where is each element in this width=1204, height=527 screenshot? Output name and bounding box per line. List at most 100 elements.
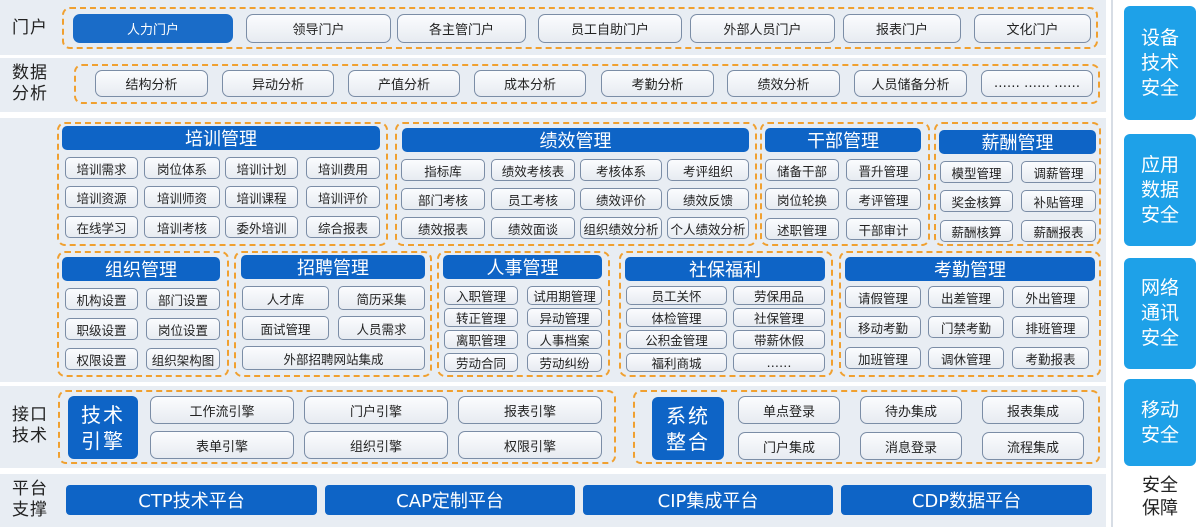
performance-item[interactable]: 员工考核 (491, 188, 575, 210)
org-item[interactable]: 机构设置 (65, 288, 138, 310)
portal-self-service[interactable]: 员工自助门户 (538, 14, 682, 43)
integration-item[interactable]: 报表集成 (982, 396, 1084, 424)
security-network[interactable]: 网络通讯安全 (1124, 258, 1196, 369)
training-item[interactable]: 培训师资 (144, 186, 220, 208)
portal-leader[interactable]: 领导门户 (246, 14, 391, 43)
welfare-item[interactable]: …… (733, 353, 825, 372)
platform-cdp[interactable]: CDP数据平台 (841, 485, 1092, 515)
integration-item[interactable]: 单点登录 (738, 396, 840, 424)
analysis-structure[interactable]: 结构分析 (95, 70, 208, 97)
integration-item[interactable]: 消息登录 (860, 432, 962, 460)
performance-item[interactable]: 绩效面谈 (491, 217, 575, 239)
recruit-item[interactable]: 人才库 (242, 286, 329, 310)
welfare-item[interactable]: 社保管理 (733, 308, 825, 327)
cadre-item[interactable]: 干部审计 (846, 218, 921, 240)
personnel-item[interactable]: 劳动纠纷 (527, 353, 602, 372)
performance-item[interactable]: 考评组织 (667, 159, 749, 181)
recruit-item[interactable]: 外部招聘网站集成 (242, 346, 425, 370)
engine-item[interactable]: 报表引擎 (458, 396, 602, 424)
salary-item[interactable]: 调薪管理 (1021, 161, 1096, 183)
training-item[interactable]: 培训考核 (144, 216, 220, 238)
engine-item[interactable]: 权限引擎 (458, 431, 602, 459)
integration-item[interactable]: 流程集成 (982, 432, 1084, 460)
personnel-item[interactable]: 人事档案 (527, 330, 602, 349)
analysis-attendance[interactable]: 考勤分析 (601, 70, 714, 97)
cadre-item[interactable]: 述职管理 (765, 218, 839, 240)
portal-report[interactable]: 报表门户 (843, 14, 961, 43)
platform-ctp[interactable]: CTP技术平台 (66, 485, 317, 515)
recruit-item[interactable]: 人员需求 (338, 316, 425, 340)
analysis-reserve[interactable]: 人员储备分析 (854, 70, 967, 97)
analysis-more[interactable]: …… …… …… (981, 70, 1093, 97)
portal-hr[interactable]: 人力门户 (73, 14, 233, 43)
analysis-change[interactable]: 异动分析 (222, 70, 334, 97)
engine-item[interactable]: 表单引擎 (150, 431, 294, 459)
org-item[interactable]: 部门设置 (146, 288, 220, 310)
personnel-item[interactable]: 离职管理 (444, 330, 518, 349)
salary-item[interactable]: 奖金核算 (940, 190, 1013, 212)
welfare-item[interactable]: 公积金管理 (626, 330, 727, 349)
performance-item[interactable]: 绩效报表 (401, 217, 485, 239)
platform-cip[interactable]: CIP集成平台 (583, 485, 833, 515)
security-device[interactable]: 设备技术安全 (1124, 6, 1196, 120)
performance-item[interactable]: 组织绩效分析 (580, 217, 662, 239)
training-item[interactable]: 培训课程 (225, 186, 298, 208)
training-item[interactable]: 培训需求 (65, 157, 138, 179)
cadre-item[interactable]: 晋升管理 (846, 159, 921, 181)
salary-item[interactable]: 模型管理 (940, 161, 1013, 183)
salary-item[interactable]: 薪酬报表 (1021, 220, 1096, 242)
personnel-item[interactable]: 入职管理 (444, 286, 518, 305)
welfare-item[interactable]: 员工关怀 (626, 286, 727, 305)
analysis-cost[interactable]: 成本分析 (474, 70, 586, 97)
attendance-item[interactable]: 移动考勤 (845, 316, 921, 338)
attendance-item[interactable]: 排班管理 (1012, 316, 1089, 338)
performance-item[interactable]: 指标库 (401, 159, 485, 181)
training-item[interactable]: 培训资源 (65, 186, 138, 208)
training-item[interactable]: 在线学习 (65, 216, 138, 238)
performance-item[interactable]: 绩效反馈 (667, 188, 749, 210)
performance-item[interactable]: 部门考核 (401, 188, 485, 210)
platform-cap[interactable]: CAP定制平台 (325, 485, 575, 515)
training-item[interactable]: 培训费用 (306, 157, 380, 179)
engine-item[interactable]: 工作流引擎 (150, 396, 294, 424)
welfare-item[interactable]: 带薪休假 (733, 330, 825, 349)
attendance-item[interactable]: 出差管理 (928, 286, 1004, 308)
attendance-item[interactable]: 外出管理 (1012, 286, 1089, 308)
org-item[interactable]: 职级设置 (65, 318, 138, 340)
welfare-item[interactable]: 劳保用品 (733, 286, 825, 305)
attendance-item[interactable]: 请假管理 (845, 286, 921, 308)
org-item[interactable]: 权限设置 (65, 348, 138, 370)
training-item[interactable]: 委外培训 (225, 216, 298, 238)
performance-item[interactable]: 考核体系 (580, 159, 662, 181)
org-item[interactable]: 岗位设置 (146, 318, 220, 340)
integration-item[interactable]: 待办集成 (860, 396, 962, 424)
training-item[interactable]: 综合报表 (306, 216, 380, 238)
training-item[interactable]: 培训计划 (225, 157, 298, 179)
welfare-item[interactable]: 体检管理 (626, 308, 727, 327)
security-mobile[interactable]: 移动安全 (1124, 379, 1196, 466)
recruit-item[interactable]: 面试管理 (242, 316, 329, 340)
personnel-item[interactable]: 转正管理 (444, 308, 518, 327)
recruit-item[interactable]: 简历采集 (338, 286, 425, 310)
training-item[interactable]: 培训评价 (306, 186, 380, 208)
portal-external[interactable]: 外部人员门户 (690, 14, 835, 43)
performance-item[interactable]: 个人绩效分析 (667, 217, 749, 239)
personnel-item[interactable]: 劳动合同 (444, 353, 518, 372)
analysis-output[interactable]: 产值分析 (348, 70, 460, 97)
portal-culture[interactable]: 文化门户 (974, 14, 1091, 43)
cadre-item[interactable]: 储备干部 (765, 159, 839, 181)
attendance-item[interactable]: 考勤报表 (1012, 347, 1089, 369)
welfare-item[interactable]: 福利商城 (626, 353, 727, 372)
integration-item[interactable]: 门户集成 (738, 432, 840, 460)
cadre-item[interactable]: 岗位轮换 (765, 188, 839, 210)
engine-item[interactable]: 门户引擎 (304, 396, 448, 424)
security-application[interactable]: 应用数据安全 (1124, 134, 1196, 246)
attendance-item[interactable]: 调休管理 (928, 347, 1004, 369)
salary-item[interactable]: 薪酬核算 (940, 220, 1013, 242)
attendance-item[interactable]: 加班管理 (845, 347, 921, 369)
org-item[interactable]: 组织架构图 (146, 348, 220, 370)
attendance-item[interactable]: 门禁考勤 (928, 316, 1004, 338)
portal-manager[interactable]: 各主管门户 (397, 14, 526, 43)
personnel-item[interactable]: 试用期管理 (527, 286, 602, 305)
salary-item[interactable]: 补贴管理 (1021, 190, 1096, 212)
